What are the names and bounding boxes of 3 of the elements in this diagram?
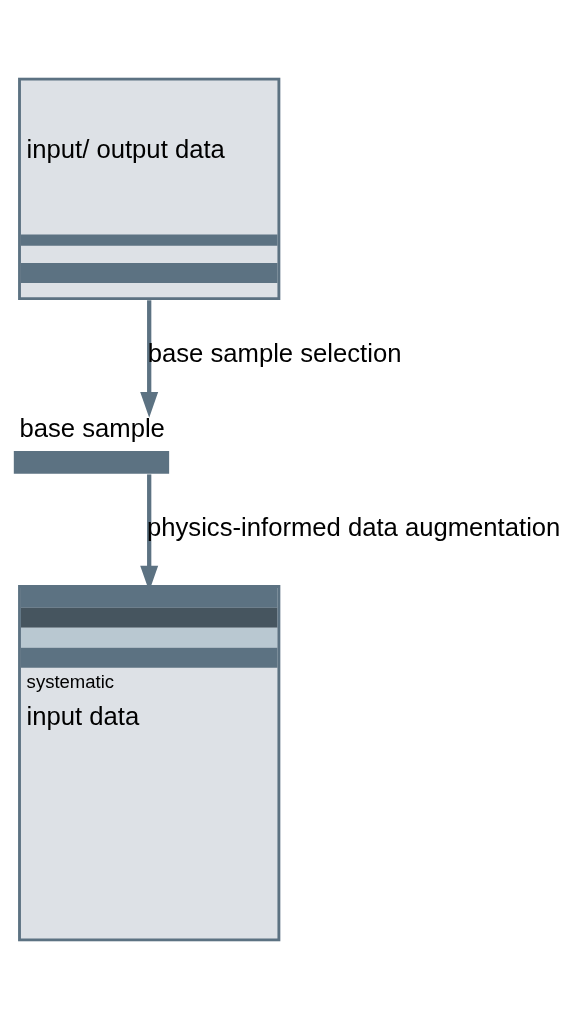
arrow <box>140 300 159 418</box>
node-label: base sample <box>19 414 165 443</box>
node-box <box>13 451 170 474</box>
